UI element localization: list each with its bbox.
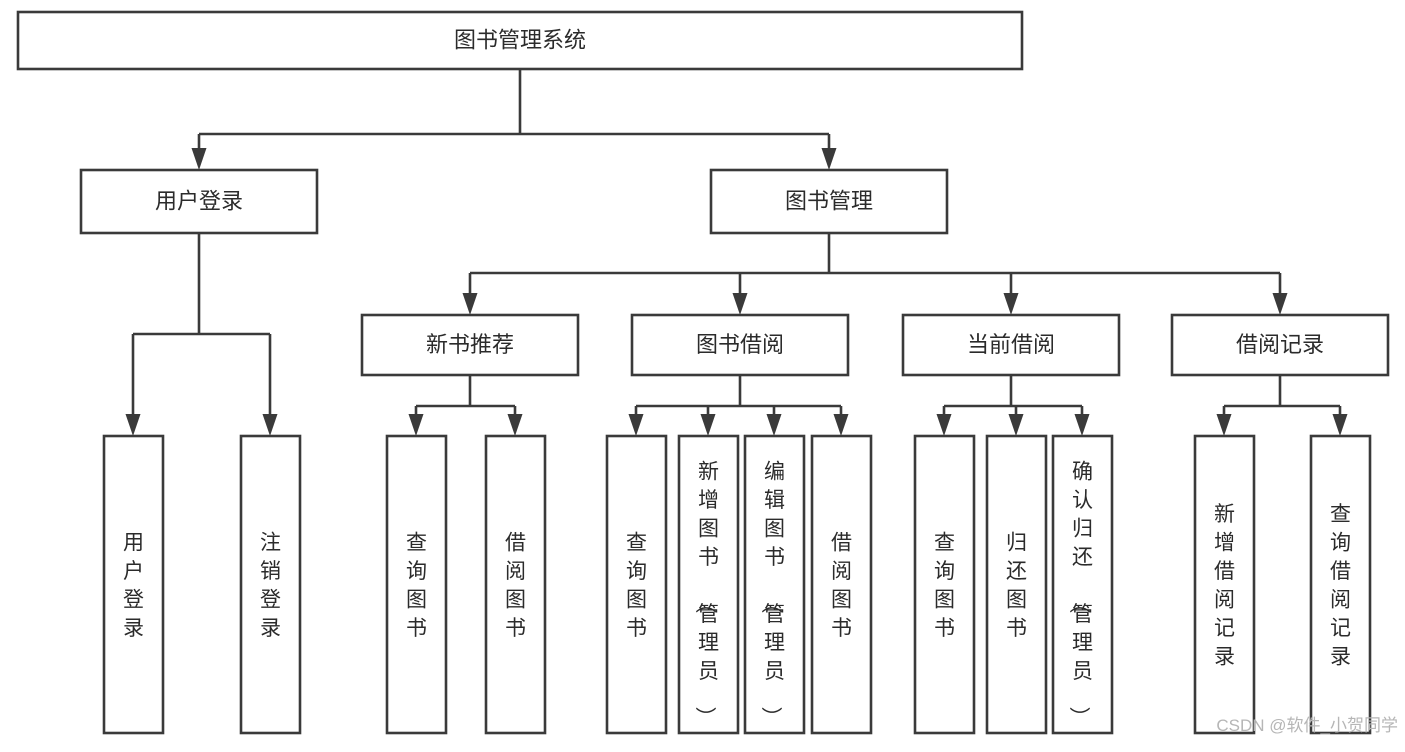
node-box-leaf-query-book-current[interactable] (913, 434, 976, 735)
connector-layer (125, 69, 1348, 436)
node-label-leaf-add-book: 新增图书（管理员） (693, 460, 719, 727)
node-leaf-confirm-return[interactable]: 确认归还（管理员） (1051, 434, 1114, 735)
node-label-leaf-query-book-current: 查询图书 (934, 532, 955, 641)
node-leaf-user-login[interactable]: 用户登录 (102, 434, 165, 735)
node-label-leaf-edit-book: 编辑图书（管理员） (759, 460, 785, 727)
node-label-leaf-query-record: 查询借阅记录 (1330, 503, 1351, 669)
connector-current-to-leaves (936, 375, 1090, 436)
node-label-leaf-confirm-return: 确认归还（管理员） (1067, 460, 1093, 727)
node-box-leaf-return-book[interactable] (985, 434, 1048, 735)
node-leaf-query-book-borrow[interactable]: 查询图书 (605, 434, 668, 735)
node-label-leaf-query-book-rec: 查询图书 (406, 532, 427, 641)
node-box-leaf-query-book-rec[interactable] (385, 434, 448, 735)
node-box-new-book-recommend[interactable] (360, 313, 580, 377)
node-book-borrow[interactable]: 图书借阅 (630, 313, 850, 377)
node-box-leaf-add-book[interactable] (677, 434, 740, 735)
node-leaf-query-book-rec[interactable]: 查询图书 (385, 434, 448, 735)
node-label-current-borrow: 当前借阅 (967, 332, 1055, 357)
node-label-leaf-borrow-book: 借阅图书 (831, 532, 852, 641)
node-leaf-borrow-book[interactable]: 借阅图书 (810, 434, 873, 735)
node-box-user-login[interactable] (79, 168, 319, 235)
node-leaf-return-book[interactable]: 归还图书 (985, 434, 1048, 735)
node-box-leaf-edit-book[interactable] (743, 434, 806, 735)
connector-userlogin-to-leaves (125, 233, 278, 436)
connector-bookmanage-to-level3 (462, 233, 1288, 315)
node-box-leaf-query-book-borrow[interactable] (605, 434, 668, 735)
node-box-leaf-logout[interactable] (239, 434, 302, 735)
node-box-leaf-user-login[interactable] (102, 434, 165, 735)
node-leaf-query-book-current[interactable]: 查询图书 (913, 434, 976, 735)
node-label-borrow-record: 借阅记录 (1236, 332, 1324, 357)
node-box-borrow-record[interactable] (1170, 313, 1390, 377)
node-box-root[interactable] (16, 10, 1024, 71)
node-borrow-record[interactable]: 借阅记录 (1170, 313, 1390, 377)
csdn-watermark: CSDN @软件_小贺同学 (1216, 716, 1398, 735)
node-user-login[interactable]: 用户登录 (79, 168, 319, 235)
node-label-root: 图书管理系统 (454, 27, 586, 52)
node-label-leaf-logout: 注销登录 (260, 532, 281, 641)
node-book-manage[interactable]: 图书管理 (709, 168, 949, 235)
node-label-leaf-query-book-borrow: 查询图书 (626, 532, 647, 641)
node-leaf-query-record[interactable]: 查询借阅记录 (1309, 434, 1372, 735)
node-box-leaf-borrow-book-rec[interactable] (484, 434, 547, 735)
node-box-leaf-borrow-book[interactable] (810, 434, 873, 735)
node-box-leaf-confirm-return[interactable] (1051, 434, 1114, 735)
node-leaf-edit-book[interactable]: 编辑图书（管理员） (743, 434, 806, 735)
node-box-book-manage[interactable] (709, 168, 949, 235)
node-label-leaf-return-book: 归还图书 (1006, 532, 1027, 641)
node-current-borrow[interactable]: 当前借阅 (901, 313, 1121, 377)
node-box-leaf-add-record[interactable] (1193, 434, 1256, 735)
node-label-leaf-borrow-book-rec: 借阅图书 (505, 532, 526, 641)
node-label-book-manage: 图书管理 (785, 188, 873, 213)
node-leaf-add-record[interactable]: 新增借阅记录 (1193, 434, 1256, 735)
node-leaf-logout[interactable]: 注销登录 (239, 434, 302, 735)
connector-root-to-level2 (191, 69, 837, 170)
node-label-leaf-add-record: 新增借阅记录 (1214, 503, 1235, 669)
node-box-current-borrow[interactable] (901, 313, 1121, 377)
node-layer: 图书管理系统用户登录图书管理新书推荐图书借阅当前借阅借阅记录用户登录注销登录查询… (16, 10, 1390, 735)
connector-recommend-to-leaves (408, 375, 523, 436)
node-box-leaf-query-record[interactable] (1309, 434, 1372, 735)
node-root[interactable]: 图书管理系统 (16, 10, 1024, 71)
node-new-book-recommend[interactable]: 新书推荐 (360, 313, 580, 377)
node-label-new-book-recommend: 新书推荐 (426, 332, 514, 357)
node-leaf-borrow-book-rec[interactable]: 借阅图书 (484, 434, 547, 735)
node-box-book-borrow[interactable] (630, 313, 850, 377)
node-leaf-add-book[interactable]: 新增图书（管理员） (677, 434, 740, 735)
node-label-book-borrow: 图书借阅 (696, 332, 784, 357)
node-label-user-login: 用户登录 (155, 188, 243, 213)
connector-borrow-to-leaves (628, 375, 849, 436)
connector-record-to-leaves (1216, 375, 1348, 436)
node-label-leaf-user-login: 用户登录 (123, 532, 144, 641)
